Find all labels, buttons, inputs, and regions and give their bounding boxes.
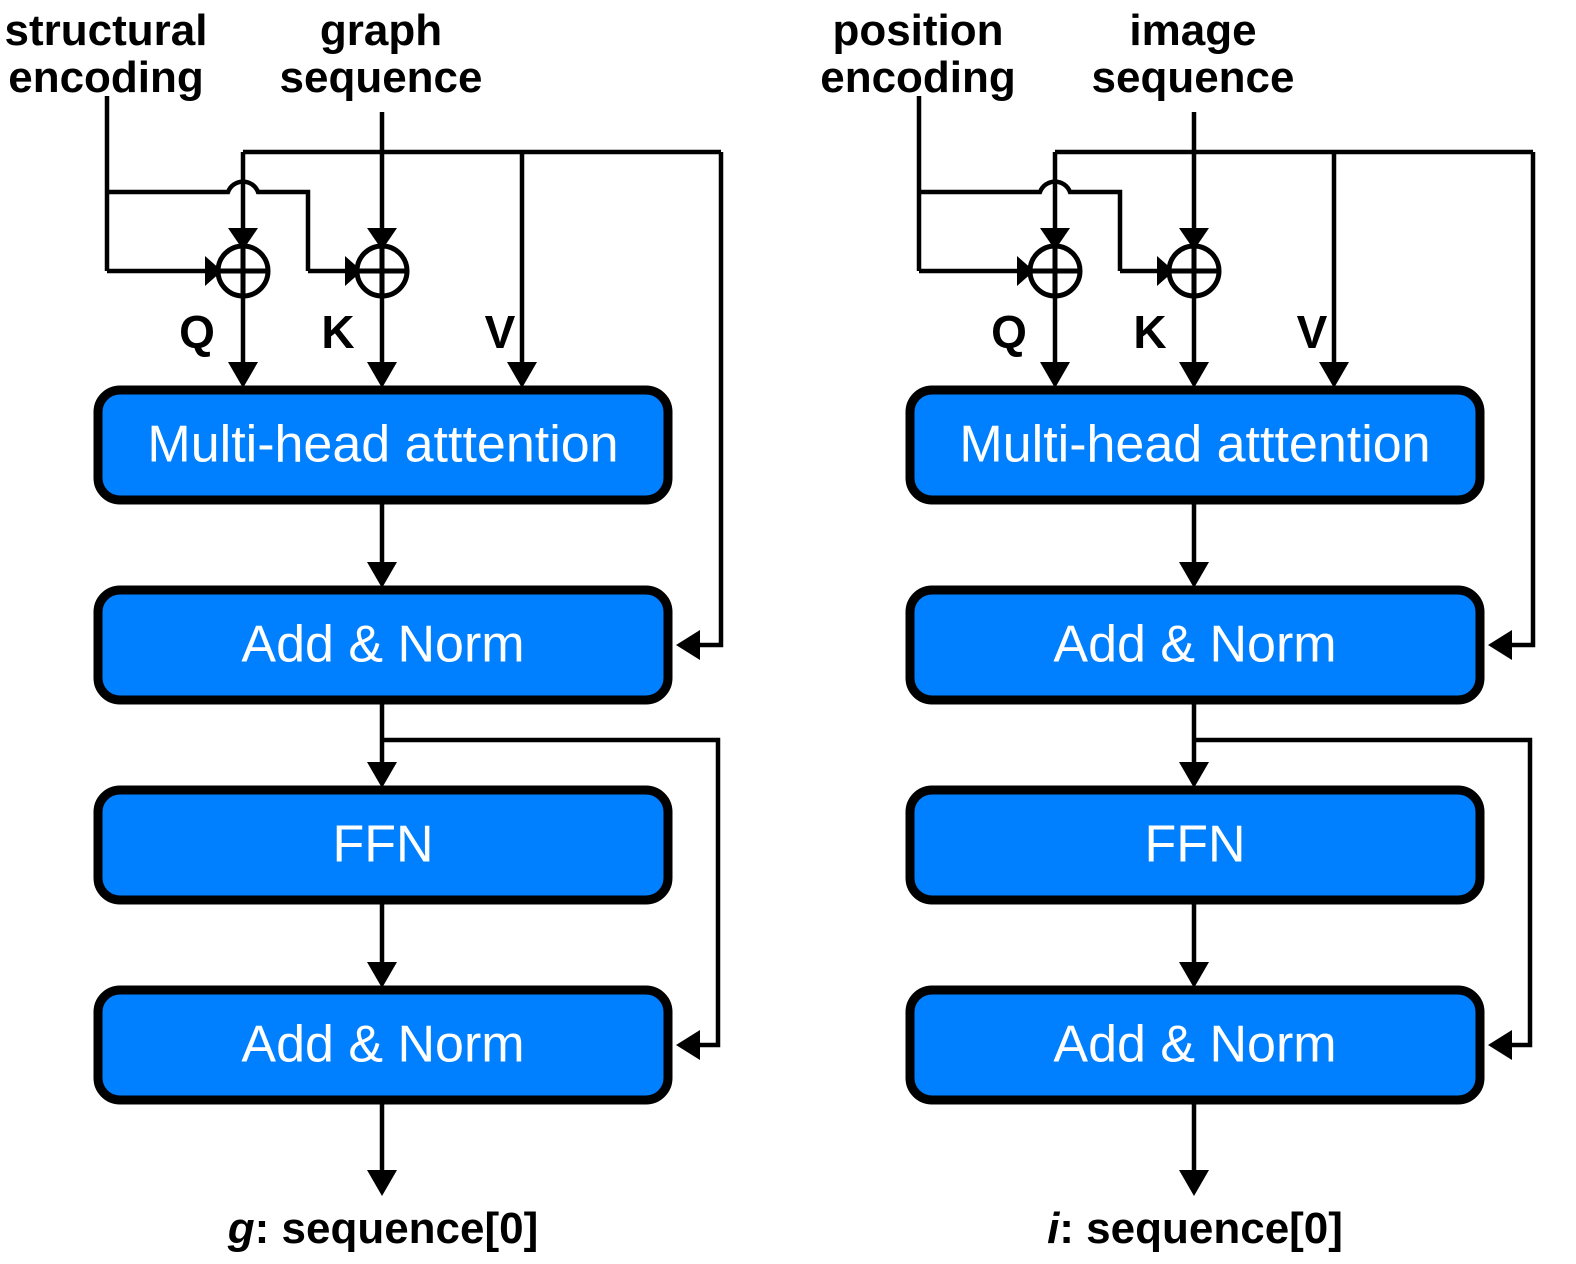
qkv-label-v: V [1297,306,1328,358]
block-ffn-label: FFN [1144,816,1245,874]
arrowhead-q-into-mha [1040,362,1070,388]
add-operator-k-cross [357,246,407,296]
arrowhead-addnorm1-to-ffn [367,762,397,788]
block-multi-head-attention-label: Multi-head atttention [147,416,618,474]
arrowhead-residual-2 [676,1030,700,1060]
panel-graph-branch: Multi-head atttention Add & Norm FFN Add… [5,6,724,1253]
wire-residual-2 [382,737,721,1048]
block-add-norm-2-label: Add & Norm [241,1016,524,1074]
block-add-norm-1[interactable] [93,585,673,705]
block-multi-head-attention-label: Multi-head atttention [959,416,1430,474]
block-multi-head-attention[interactable] [93,385,673,505]
arrowhead-q-into-mha [228,362,258,388]
arrowhead-k-into-mha [367,362,397,388]
arrowhead-seq-into-q-adder [228,228,258,250]
block-ffn-label: FFN [332,816,433,874]
arrowhead-ffn-to-addnorm2 [1179,962,1209,988]
arrowhead-output [367,1170,397,1196]
input-label-position-encoding-line1: position [832,6,1003,55]
wire-residual-1 [1512,152,1536,648]
block-add-norm-2-label: Add & Norm [1053,1016,1336,1074]
panel-image-branch: Multi-head atttention Add & Norm FFN Add… [820,6,1536,1253]
input-label-structural-encoding-line2: encoding [8,53,204,102]
input-label-structural-encoding-line1: structural [5,6,208,55]
wire-structural-encoding-to-k [107,179,311,271]
block-multi-head-attention[interactable] [905,385,1485,505]
arrowhead-into-k-adder [1157,256,1174,286]
wire-position-encoding-to-k [919,179,1123,271]
arrowhead-residual-1 [1488,630,1512,660]
qkv-label-q: Q [179,306,215,358]
arrowhead-seq-into-k-adder [367,228,397,250]
block-add-norm-2[interactable] [93,985,673,1105]
input-label-image-sequence-line1: image [1129,6,1256,55]
input-label-graph-sequence-line1: graph [320,6,442,55]
block-add-norm-1[interactable] [905,585,1485,705]
block-ffn[interactable] [905,785,1485,905]
arrowhead-residual-2 [1488,1030,1512,1060]
arrowhead-mha-to-addnorm1 [367,562,397,588]
output-text-image: : sequence[0] [1059,1204,1343,1253]
add-operator-q-cross [1030,246,1080,296]
arrowhead-residual-1 [676,630,700,660]
wire-residual-1 [700,152,724,648]
arrowhead-addnorm1-to-ffn [1179,762,1209,788]
block-add-norm-2[interactable] [905,985,1485,1105]
arrowhead-into-q-adder [1017,256,1034,286]
add-operator-q-cross [218,246,268,296]
add-operator-k-cross [1169,246,1219,296]
arrowhead-v-into-mha [1319,362,1349,388]
output-symbol-graph: g [227,1204,255,1253]
arrowhead-ffn-to-addnorm2 [367,962,397,988]
block-add-norm-1-label: Add & Norm [1053,616,1336,674]
wire-residual-2 [1194,737,1533,1048]
output-text-graph: : sequence[0] [255,1204,539,1253]
qkv-label-v: V [485,306,516,358]
arrowhead-seq-into-q-adder [1040,228,1070,250]
output-symbol-image: i [1047,1204,1060,1253]
qkv-label-q: Q [991,306,1027,358]
input-label-image-sequence-line2: sequence [1092,53,1295,102]
block-ffn[interactable] [93,785,673,905]
arrowhead-k-into-mha [1179,362,1209,388]
input-label-graph-sequence-line2: sequence [280,53,483,102]
output-label-graph: g: sequence[0] [227,1204,539,1253]
arrowhead-v-into-mha [507,362,537,388]
qkv-label-k: K [321,306,354,358]
qkv-label-k: K [1133,306,1166,358]
arrowhead-mha-to-addnorm1 [1179,562,1209,588]
arrowhead-output [1179,1170,1209,1196]
arrowhead-seq-into-k-adder [1179,228,1209,250]
output-label-image: i: sequence[0] [1047,1204,1343,1253]
input-label-position-encoding-line2: encoding [820,53,1016,102]
block-add-norm-1-label: Add & Norm [241,616,524,674]
arrowhead-into-k-adder [345,256,362,286]
arrowhead-into-q-adder [205,256,222,286]
